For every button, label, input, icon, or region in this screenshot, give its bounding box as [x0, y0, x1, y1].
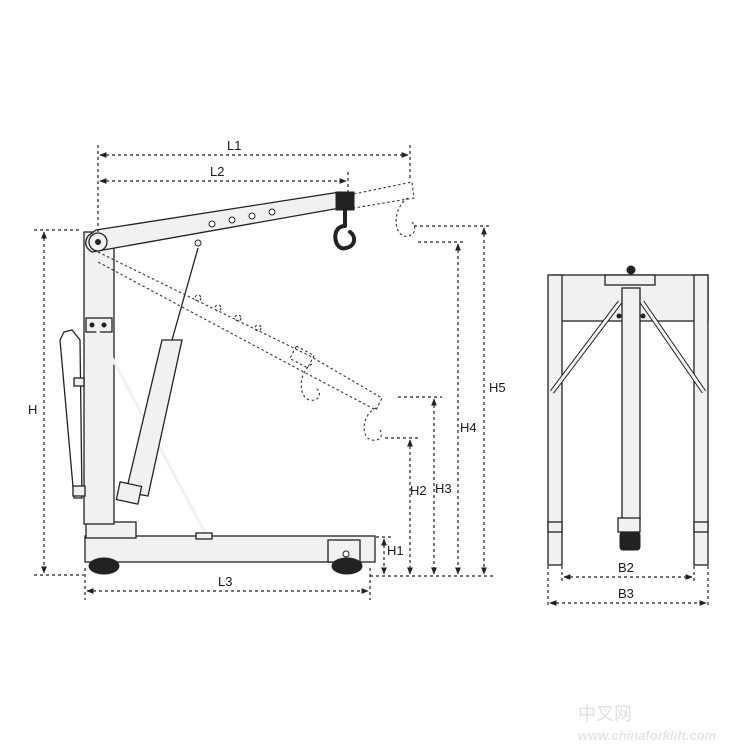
boom-pivot-pin: [95, 239, 101, 245]
label-H5: H5: [489, 380, 506, 395]
cylinder-pin: [194, 239, 202, 247]
base-beam: [84, 535, 376, 563]
watermark-url: www.chinaforklift.com: [578, 728, 717, 743]
label-H3: H3: [435, 481, 452, 496]
bracket-pin: [101, 322, 107, 328]
crane-front-view: [547, 265, 709, 566]
caster-pivot: [342, 550, 350, 558]
mast: [83, 231, 115, 525]
label-L1: L1: [227, 138, 241, 153]
hook-ghost-icon: [363, 407, 382, 441]
front-top-plate: [604, 274, 656, 286]
front-wheel: [331, 557, 363, 575]
boom-hole: [228, 216, 236, 224]
label-L2: L2: [210, 164, 224, 179]
label-H: H: [28, 402, 37, 417]
hook-ghost-icon: [395, 197, 416, 237]
boom-extended-ghost: [353, 181, 415, 209]
label-B2: B2: [618, 560, 634, 575]
crane-side-view: [59, 181, 416, 575]
brace-pin: [640, 313, 646, 319]
hook-icon: [333, 208, 357, 251]
front-brace-right: [640, 301, 706, 393]
boom-hole: [268, 208, 276, 216]
boom-lowered-ghost: [97, 251, 383, 411]
watermark: 中叉网 www.chinaforklift.com: [578, 704, 717, 743]
leg-foot-left: [547, 521, 563, 533]
boom-hole: [208, 220, 216, 228]
brace-foot: [195, 532, 213, 540]
boom-hole: [248, 212, 256, 220]
handle: [59, 329, 83, 499]
label-H2: H2: [410, 483, 427, 498]
bracket-pin: [89, 322, 95, 328]
label-H1: H1: [387, 543, 404, 558]
piston-rod: [171, 247, 199, 341]
brace-pin: [616, 313, 622, 319]
hydraulic-cylinder: [125, 339, 183, 497]
front-leg-right: [693, 274, 709, 566]
front-brace-left: [550, 301, 622, 393]
leg-foot-right: [693, 521, 709, 533]
front-dimensions: B2 B3: [547, 560, 709, 608]
front-mast: [621, 287, 641, 521]
ghost-joint: [289, 345, 315, 369]
ghost-hole: [194, 294, 202, 302]
handle-clip: [73, 377, 85, 387]
pump-housing: [115, 481, 143, 505]
front-top-knob: [626, 265, 636, 275]
front-mast-clamp: [617, 517, 641, 533]
rear-wheel: [88, 557, 120, 575]
label-B3: B3: [618, 586, 634, 601]
hook-ghost-icon: [300, 363, 320, 401]
label-L3: L3: [218, 574, 232, 589]
ghost-hole: [234, 314, 242, 322]
front-pump-base: [619, 531, 641, 551]
handle-clip: [72, 485, 86, 497]
ghost-hole: [254, 324, 262, 332]
boom-tip: [335, 191, 355, 211]
front-leg-left: [547, 274, 563, 566]
watermark-brand: 中叉网: [578, 704, 632, 725]
side-dimensions: L1 L2 H L3 H1 H2 H3 H4: [28, 138, 506, 600]
label-H4: H4: [460, 420, 477, 435]
ghost-hole: [214, 304, 222, 312]
